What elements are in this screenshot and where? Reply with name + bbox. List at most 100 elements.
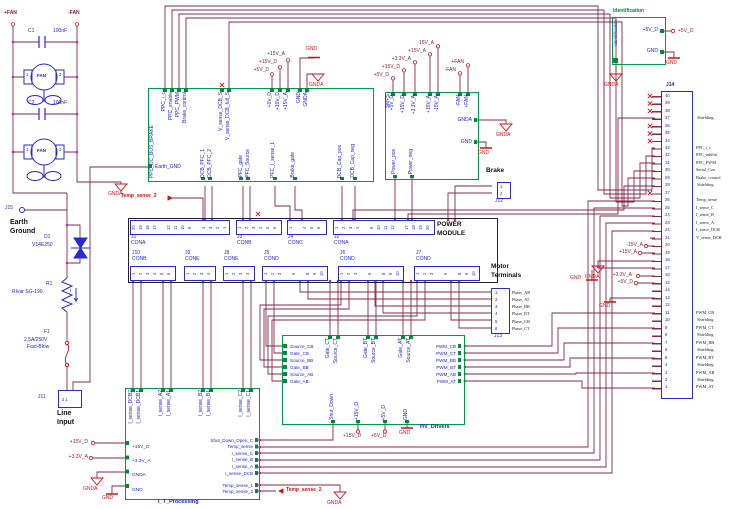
smps-gnd-pin [473, 140, 477, 144]
pin-label [696, 242, 722, 249]
power-flag-label: +15V_A [619, 248, 637, 255]
fan-label: FAN [37, 73, 46, 78]
gnda-label: GNDA [309, 81, 324, 88]
pin-number: 29 [665, 174, 670, 180]
r1-ref[interactable]: R1 [46, 281, 53, 287]
j12-connector[interactable] [497, 182, 511, 199]
pin-number: 2 [270, 272, 275, 275]
net-label-temp-sense-2[interactable]: Temp_sense_2 [286, 486, 322, 493]
pin-number: 10 [376, 225, 381, 230]
power-module-block[interactable] [128, 218, 498, 283]
pin-label: Gate_BB [290, 365, 309, 371]
connector-ref: J6 [340, 249, 346, 256]
connector-ref: J7 [416, 249, 422, 256]
earth-ground-label: Ground [10, 228, 36, 235]
pin-label [696, 272, 722, 279]
cap-value: 100nF [53, 28, 68, 34]
pin-label [696, 130, 722, 137]
pin-number: 26 [665, 197, 670, 203]
pin-number: 6 [316, 226, 321, 229]
pin-label: PWM_AB [696, 369, 715, 375]
j14-ref: J14 [666, 82, 675, 88]
power-flag-label: -15V_A [626, 241, 643, 248]
pin-number: 2 [215, 226, 220, 229]
smps-top-pins-2 [428, 92, 441, 96]
pin-number [450, 268, 457, 279]
pin-number: 8 [305, 272, 310, 275]
j15-pad-icon [19, 207, 25, 213]
pin-label: +15V_A [426, 95, 432, 113]
gnd-label: GND [478, 149, 490, 156]
power-flag-label: +5V_D [253, 66, 269, 73]
pin-label: +5V_D [381, 404, 387, 420]
pin-number: 27 [665, 189, 670, 195]
pin-label: DCB_Cap_pos [337, 144, 343, 178]
ppc-dc-bus-brake-block[interactable] [148, 88, 374, 182]
pin-number: 9 [369, 226, 374, 229]
net-flag-plus-fan: +FAN [4, 10, 17, 16]
pin-number: 20 [665, 242, 670, 248]
gnda-label: GNDA [496, 132, 511, 138]
pin-label: PWM_BB [436, 358, 456, 364]
ppc-top-pins-4 [298, 88, 310, 92]
d1-value: V14E250 [32, 242, 53, 248]
power-flag-label: +15V_D [258, 59, 277, 65]
pin-label: GND [646, 48, 658, 54]
cap-ref: C2 [28, 100, 35, 106]
pin-label: Gate_AB [290, 379, 309, 385]
gnd-label: GND [666, 59, 678, 66]
pin-label: PFC_I_sense_1 [270, 142, 276, 178]
fan-blade-icon [26, 95, 44, 105]
wire-pwm-bus [465, 312, 655, 389]
ppc-top-pins-2 [220, 88, 232, 92]
pin-label: DCB_Cap_neg [350, 144, 356, 178]
pin-number: 3 [238, 272, 243, 275]
pin-number: 3 [145, 272, 150, 275]
d1-ref[interactable]: D1 [44, 234, 51, 240]
hv-bottom-pin [405, 419, 409, 423]
pin-label: Power_neg [408, 148, 414, 174]
pin-label: Phase_CT [512, 325, 530, 331]
j11-connector[interactable]: 2 1 [58, 390, 82, 408]
smps-top-pins-1 [391, 92, 417, 96]
pin-label: Shielding [696, 182, 714, 188]
j13-connector[interactable] [491, 288, 510, 334]
j11-label: J11 [38, 394, 46, 400]
pin-number: 16 [665, 272, 670, 278]
pin-label: GND [132, 487, 143, 493]
j15-label[interactable]: J15 [5, 205, 14, 211]
pin-number: 10 [471, 271, 476, 276]
gnd-label: GND [599, 303, 611, 309]
pin-label: Source_CB [290, 344, 314, 349]
f1-ref[interactable]: F1 [44, 329, 50, 335]
identification-block[interactable] [612, 17, 666, 65]
pin-label [696, 257, 722, 264]
pin-number: 4 [302, 226, 307, 229]
pin-label: PPC_i_c [696, 144, 712, 150]
pin-label: Shielding [696, 347, 714, 353]
net-label-temp-sense-2[interactable]: Temp_sense_2 [121, 193, 157, 199]
connector-type: CONE [185, 256, 200, 262]
ppc-power-pin-labels: +5V_D+15V_D+15V_A [267, 92, 292, 110]
j14-connector[interactable] [661, 91, 693, 399]
pin-label: Phase_AT [512, 297, 530, 302]
pin-number: 8 [665, 332, 668, 338]
pin-number: 5 [495, 318, 498, 324]
it-block-name: I_T_Processing [158, 499, 199, 505]
pin-label: GND [403, 408, 409, 420]
